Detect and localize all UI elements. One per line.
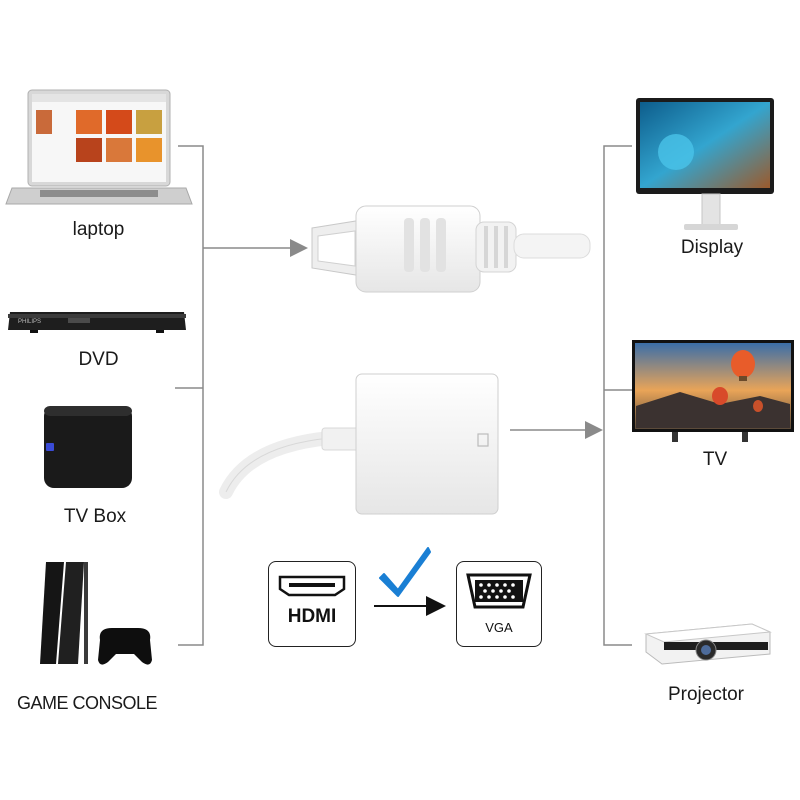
console-image: [40, 562, 152, 665]
hdmi-label: HDMI: [287, 606, 337, 627]
vga-port-icon: [466, 573, 532, 609]
left-bracket: [175, 145, 204, 646]
projector-image: [644, 623, 772, 665]
source-label-dvd: DVD: [78, 349, 119, 370]
check-icon: [379, 547, 431, 597]
hdmi-connector-image: [311, 205, 591, 293]
source-label-laptop: laptop: [72, 219, 125, 240]
dvd-image: [8, 312, 186, 333]
tvbox-image: [44, 406, 132, 488]
display-image: [636, 98, 774, 230]
dvd-brand-text: PHILIPS: [18, 319, 42, 325]
laptop-image: [5, 89, 193, 205]
vga-label: VGA: [485, 620, 513, 635]
tv-image: [632, 340, 794, 442]
source-label-console: GAME CONSOLE: [16, 693, 158, 713]
output-label-tv: TV: [702, 449, 728, 470]
output-label-projector: Projector: [667, 684, 745, 705]
vga-adapter-image: [219, 373, 499, 515]
vga-badge: VGA: [456, 561, 542, 647]
source-label-tvbox: TV Box: [63, 506, 127, 527]
hdmi-badge: HDMI: [268, 561, 356, 647]
output-label-display: Display: [680, 237, 744, 258]
hdmi-port-icon: [278, 575, 346, 597]
right-bracket: [603, 145, 632, 646]
